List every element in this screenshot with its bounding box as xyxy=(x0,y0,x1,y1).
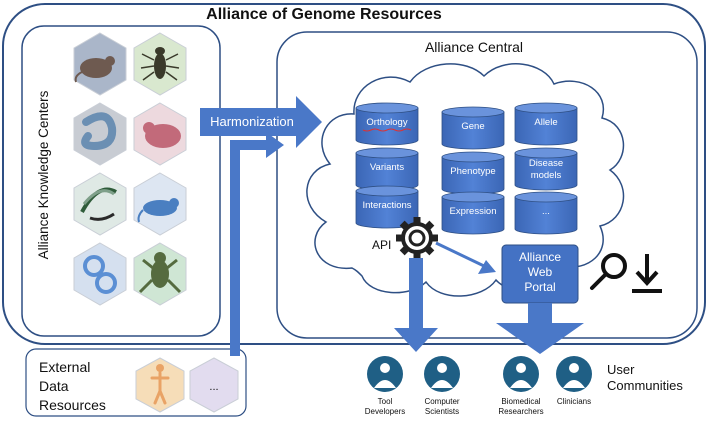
external-label-line3: Resources xyxy=(39,397,106,413)
hex-human-icon xyxy=(135,357,185,413)
cylinder-gene: Gene xyxy=(441,106,505,150)
hex-rat-icon xyxy=(73,172,127,236)
cylinder-label: Orthology xyxy=(366,117,407,128)
hex-mouse-icon xyxy=(133,172,187,236)
hex-yeast-icon xyxy=(73,32,127,96)
knowledge-centers-label: Alliance Knowledge Centers xyxy=(36,90,51,259)
user-label: Scientists xyxy=(425,407,459,416)
hex-zebrafish-icon xyxy=(133,102,187,166)
api-down-arrow xyxy=(394,258,438,352)
cylinder-label: Allele xyxy=(534,117,557,128)
user-label: Researchers xyxy=(498,407,543,416)
spellcheck-underline xyxy=(362,128,412,132)
cylinder-allele: Allele xyxy=(514,102,578,146)
portal-down-arrow xyxy=(496,303,584,354)
user-label: Developers xyxy=(365,407,405,416)
hex-more-icon: ... xyxy=(189,357,239,413)
cylinder-: ... xyxy=(514,191,578,235)
hex-fly-icon xyxy=(133,32,187,96)
user-label: Clinicians xyxy=(557,397,591,406)
portal-label-line1: Alliance xyxy=(519,250,561,264)
user-communities-line2: Communities xyxy=(607,378,683,393)
hex-worm-icon xyxy=(73,102,127,166)
cylinder-label: models xyxy=(531,170,562,181)
hex-go-icon xyxy=(73,242,127,306)
user-communities: ToolDevelopersComputerScientistsBiomedic… xyxy=(365,356,592,416)
code-icon xyxy=(367,356,403,392)
user-label: Tool xyxy=(378,397,393,406)
cylinder-interactions: Interactions xyxy=(355,185,419,229)
gear-to-portal-arrow xyxy=(435,241,485,268)
cylinder-label: Interactions xyxy=(362,200,411,211)
harmonization-label: Harmonization xyxy=(210,114,294,129)
cylinder-variants: Variants xyxy=(355,147,419,191)
alliance-central-label: Alliance Central xyxy=(425,39,523,55)
user-doctor: Clinicians xyxy=(556,356,592,406)
alliance-outer-box xyxy=(2,3,706,345)
download-icon[interactable] xyxy=(632,254,662,293)
portal-label-line2: Web xyxy=(528,265,553,279)
cylinder-label: Variants xyxy=(370,162,404,173)
diagram-title: Alliance of Genome Resources xyxy=(206,6,442,23)
cylinder-label: Disease xyxy=(529,158,563,169)
search-icon[interactable] xyxy=(590,253,627,290)
cylinder-label: ... xyxy=(542,206,550,217)
harmonization-arrow xyxy=(200,96,322,148)
external-label-line2: Data xyxy=(39,378,69,394)
cylinder-label: Expression xyxy=(450,206,497,217)
api-label: API xyxy=(372,238,391,252)
cylinder-label: Phenotype xyxy=(450,166,495,177)
cylinder-label: Gene xyxy=(461,121,484,132)
cylinder-orthology: Orthology xyxy=(355,102,419,146)
cylinder-expression: Expression xyxy=(441,191,505,235)
user-communities-line1: User xyxy=(607,362,635,377)
computer-icon xyxy=(424,356,460,392)
gear-to-portal-arrowhead xyxy=(478,260,496,274)
user-label: Biomedical xyxy=(501,397,540,406)
external-more-label: ... xyxy=(209,381,218,393)
external-to-central-arrow xyxy=(230,132,284,356)
external-label-line1: External xyxy=(39,359,90,375)
doctor-icon xyxy=(556,356,592,392)
cylinder-phenotype: Phenotype xyxy=(441,151,505,195)
gear-icon xyxy=(396,217,438,259)
microscope-icon xyxy=(503,356,539,392)
user-label: Computer xyxy=(424,397,459,406)
hex-frog-icon xyxy=(133,242,187,306)
portal-label-line3: Portal xyxy=(524,280,555,294)
